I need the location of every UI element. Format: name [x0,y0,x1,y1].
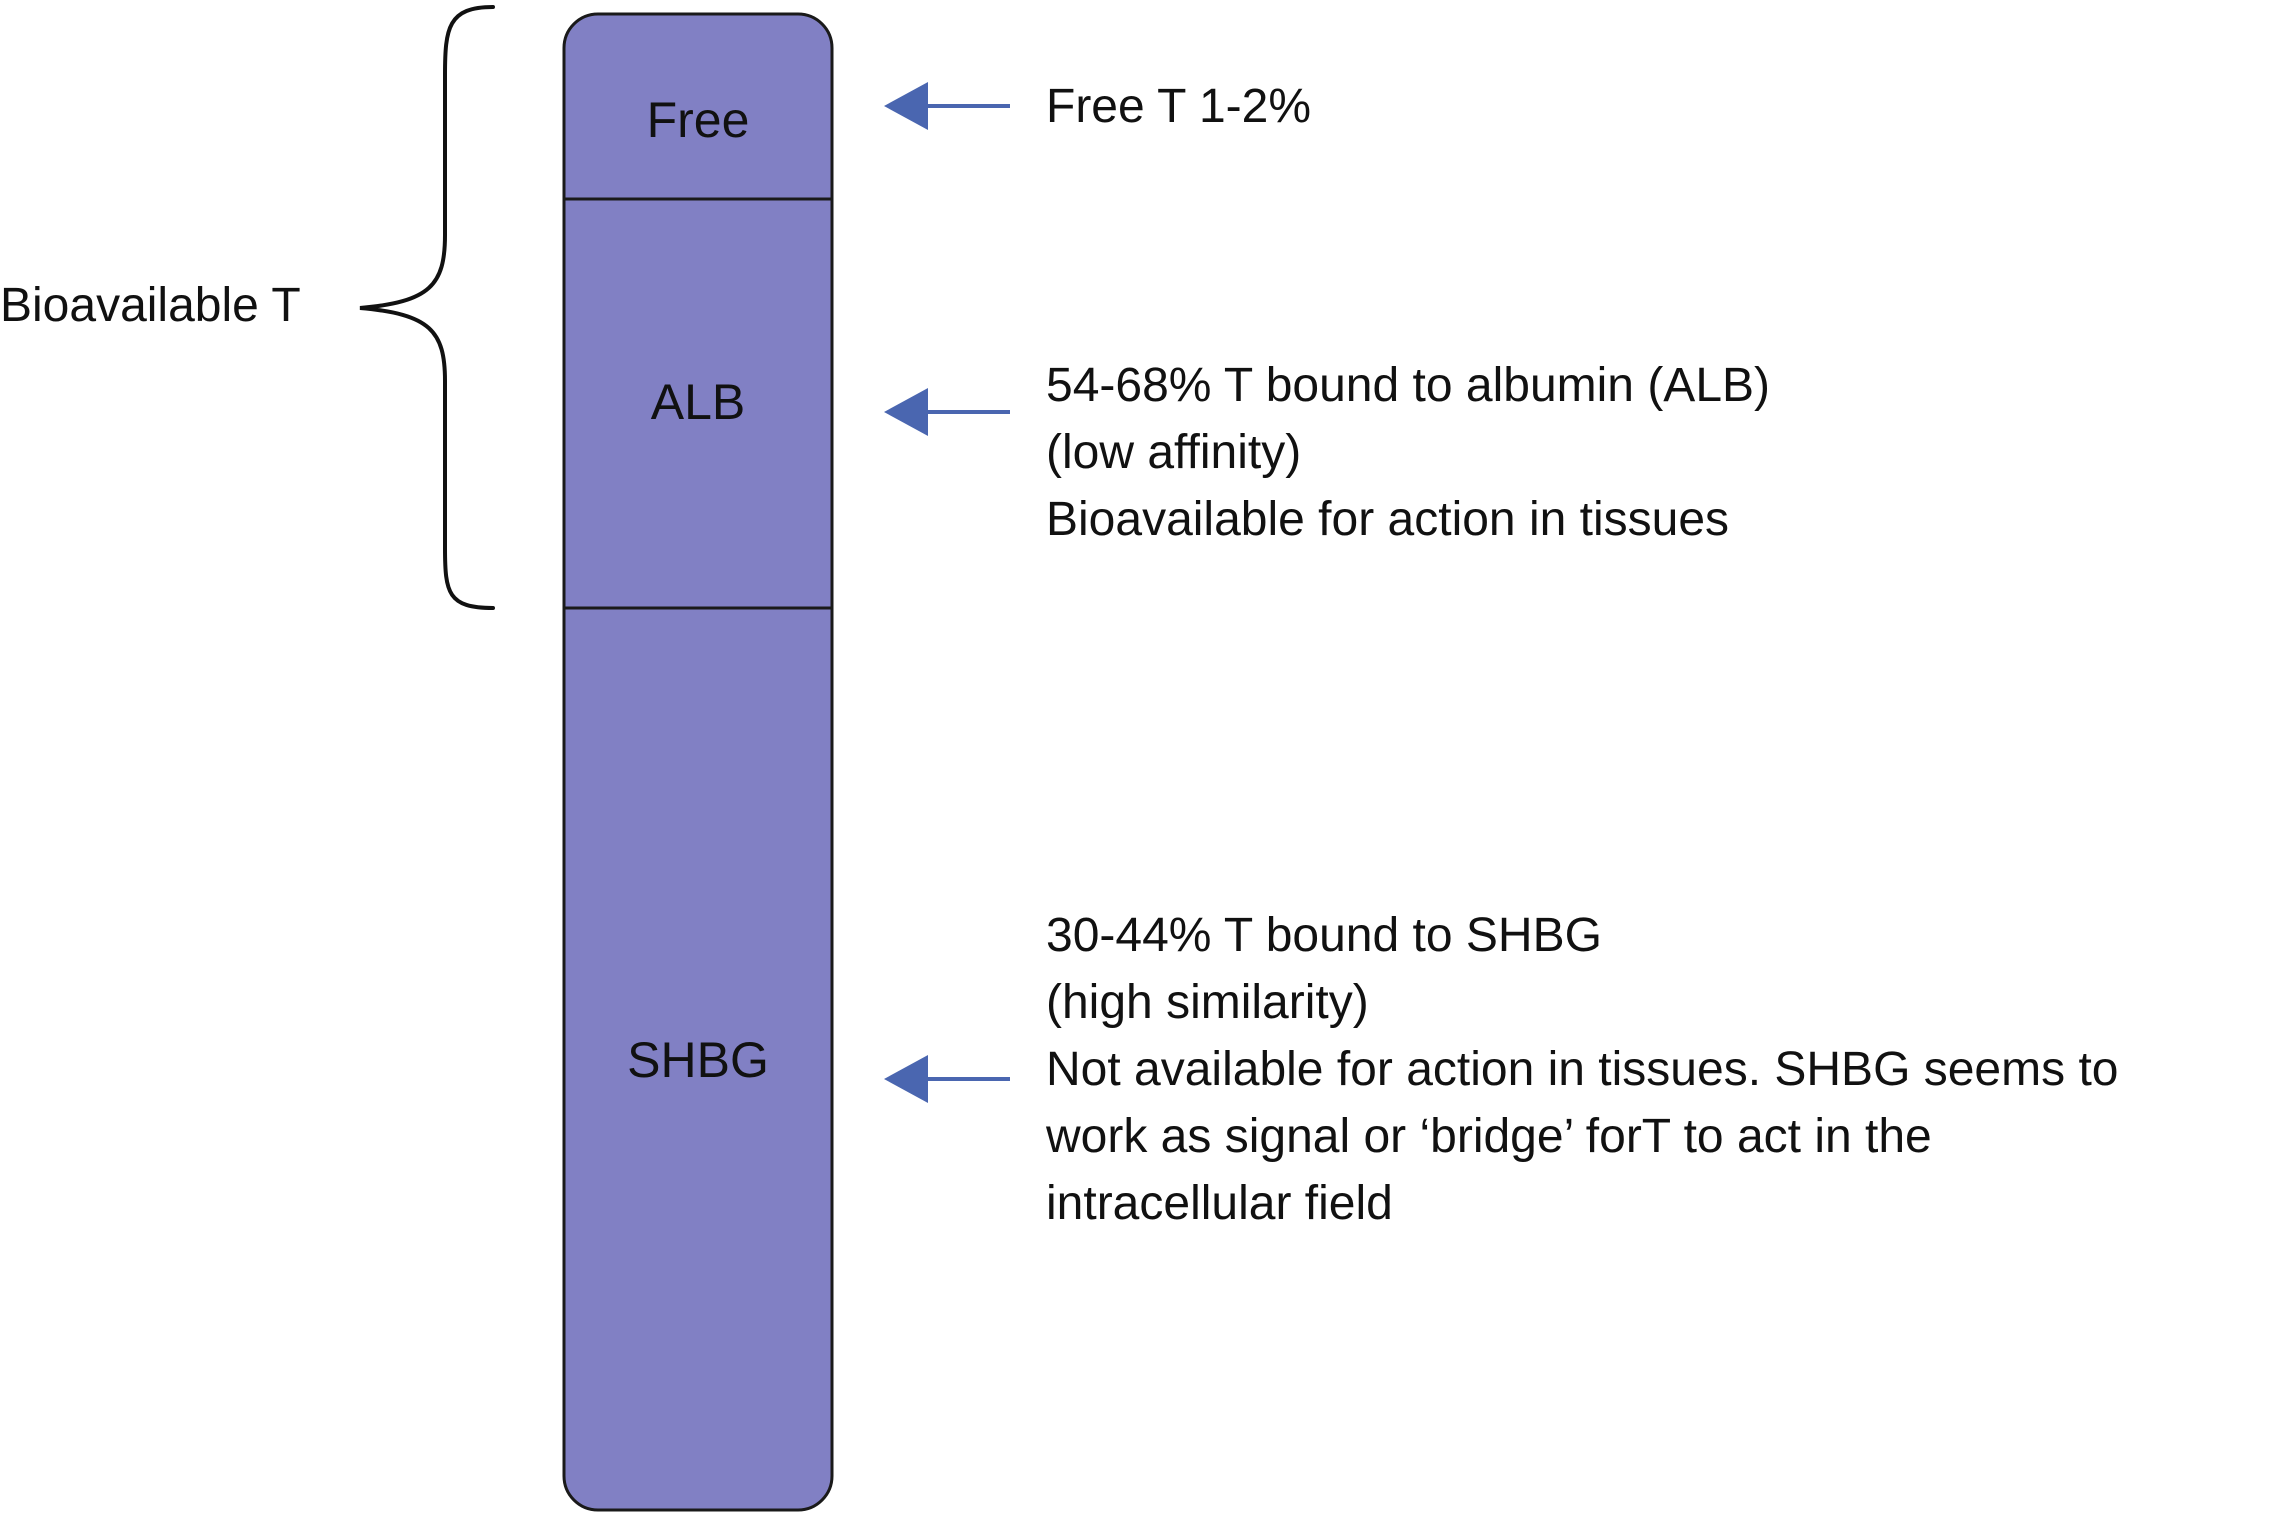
description-line: intracellular field [1046,1177,1393,1230]
description-free: Free T 1-2% [1046,73,1311,140]
segment-label-alb: ALB [650,374,746,430]
arrow-alb [884,388,1010,436]
description-line: Bioavailable for action in tissues [1046,493,1730,546]
description-line: Not available for action in tissues. SHB… [1046,1043,2119,1096]
segment-label-free: Free [646,92,750,148]
bioavailable-t-label: Bioavailable T [0,279,301,332]
description-line: (high similarity) [1046,976,1369,1029]
segment-label-shbg: SHBG [627,1032,769,1088]
description-line: work as signal or ‘bridge’ forT to act i… [1046,1110,1932,1163]
description-alb: 54-68% T bound to albumin (ALB) (low aff… [1046,352,1770,553]
description-line: (low affinity) [1046,426,1302,479]
arrow-shbg [884,1055,1010,1103]
description-line: 30-44% T bound to SHBG [1046,909,1602,962]
bioavailable-brace [359,5,495,610]
description-line: Free T 1-2% [1046,80,1312,133]
description-line: 54-68% T bound to albumin (ALB) [1046,359,1771,412]
plasma-column [562,12,834,1512]
description-shbg: 30-44% T bound to SHBG (high similarity)… [1046,902,2118,1237]
arrow-free [884,82,1010,130]
